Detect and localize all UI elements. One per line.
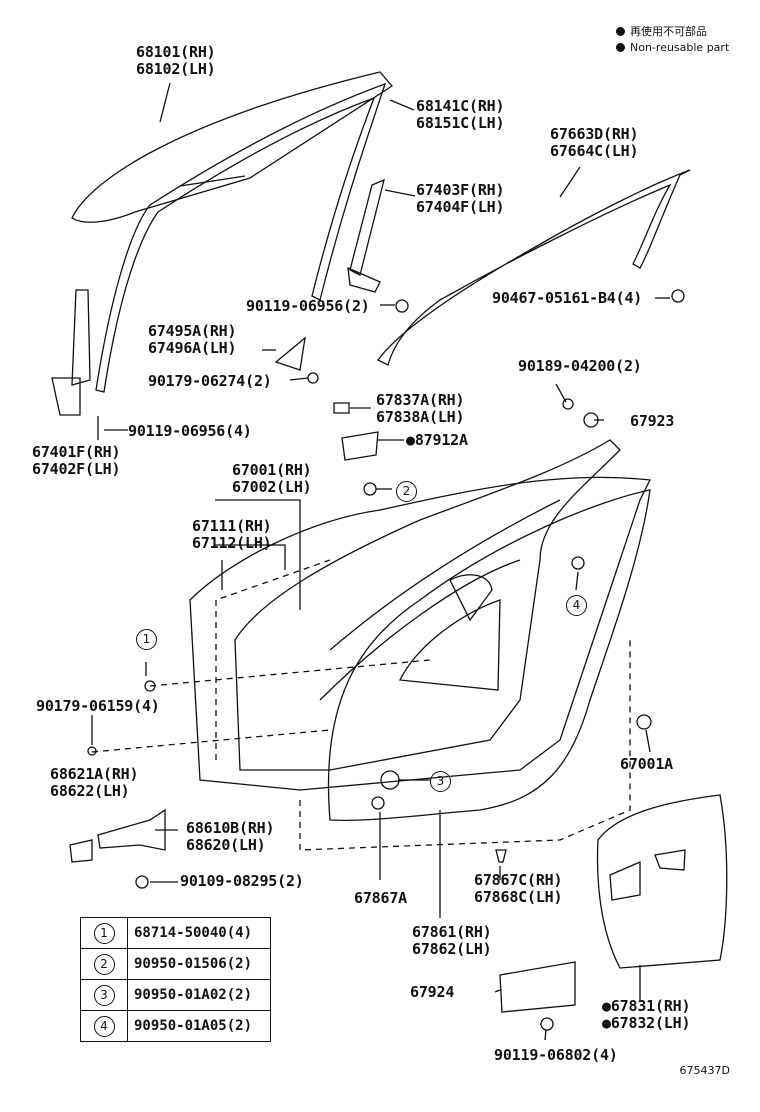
label-67924: 67924 <box>410 983 455 1001</box>
door-check <box>97 808 166 851</box>
label-hole-cover: 67837A(RH)67838A(LH) <box>376 391 465 426</box>
bullet-icon <box>616 43 625 52</box>
legend-en: Non-reusable part <box>616 40 729 56</box>
label-weatherstrip: 67861(RH)67862(LH) <box>412 923 492 958</box>
label-67923: 67923 <box>630 412 675 430</box>
garnish <box>274 336 306 371</box>
label-garnish: 67495A(RH)67496A(LH) <box>148 322 237 357</box>
hinge <box>69 839 93 863</box>
label-door-panel: 67001(RH)67002(LH) <box>232 461 312 496</box>
front-channel <box>71 289 91 386</box>
label-door-skin: 67111(RH)67112(LH) <box>192 517 272 552</box>
door-glass <box>71 71 393 223</box>
callout-2: 2 <box>396 480 417 502</box>
part-67924 <box>499 961 576 1013</box>
hole-cover <box>333 402 350 414</box>
weatherstrip <box>327 489 651 821</box>
label-frame-molding: 67663D(RH)67664C(LH) <box>550 125 639 160</box>
label-90467: 90467-05161-B4(4) <box>492 289 643 307</box>
service-hole-cover <box>596 794 728 969</box>
bullet-icon <box>616 27 625 36</box>
label-check: 68610B(RH)68620(LH) <box>186 819 275 854</box>
seal-87912a <box>341 431 379 461</box>
callout-4: 4 <box>566 594 587 616</box>
label-hinge: 68621A(RH)68622(LH) <box>50 765 139 800</box>
label-90179-06274: 90179-06274(2) <box>148 372 272 390</box>
label-rear-channel: 67403F(RH)67404F(LH) <box>416 181 505 216</box>
callout-3: 3 <box>430 770 451 792</box>
label-service-hole-cover: ●67831(RH) ●67832(LH) <box>602 997 691 1032</box>
label-front-channel: 67401F(RH)67402F(LH) <box>32 443 121 478</box>
label-90179-06159: 90179-06159(4) <box>36 697 160 715</box>
rear-channel <box>347 178 385 293</box>
label-glass: 68101(RH)68102(LH) <box>136 43 216 78</box>
legend-jp: 再使用不可部品 <box>616 24 729 40</box>
callout-1: 1 <box>136 628 157 650</box>
label-run-channel: 68141C(RH)68151C(LH) <box>416 97 505 132</box>
label-90109: 90109-08295(2) <box>180 872 304 890</box>
label-90189: 90189-04200(2) <box>518 357 642 375</box>
label-90119-06956-4: 90119-06956(4) <box>128 422 252 440</box>
legend: 再使用不可部品 Non-reusable part <box>616 24 729 56</box>
label-87912a: ●87912A <box>406 431 468 449</box>
run-channel <box>95 82 387 393</box>
door-inner-frame <box>234 439 621 771</box>
diagram-code: 675437D <box>679 1064 730 1077</box>
label-67867a: 67867A <box>354 889 407 907</box>
label-90119-06956-2: 90119-06956(2) <box>246 297 370 315</box>
label-weatherstrip-lower: 67867C(RH)67868C(LH) <box>474 871 563 906</box>
label-67001a: 67001A <box>620 755 673 773</box>
screw-90119-06956-icon <box>395 299 409 313</box>
door-outer-panel <box>189 476 651 791</box>
label-90119-06802: 90119-06802(4) <box>494 1046 618 1064</box>
frame-molding <box>377 169 691 366</box>
